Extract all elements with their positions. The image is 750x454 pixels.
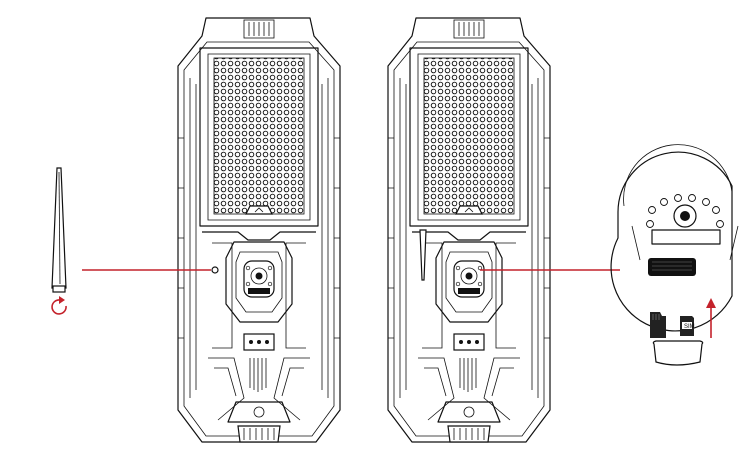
sim-card-icon: SIM [680,316,695,336]
installed-antenna [419,229,427,281]
sim-card-label: SIM [684,324,695,330]
antenna-icon [51,167,67,293]
micro-sd-card-icon [650,312,666,338]
solar-camera-light-right [387,17,551,443]
arrow-up-icon [706,298,716,338]
rotate-clockwise-icon [51,296,67,315]
solar-camera-light-left [177,17,341,443]
antenna-port [211,266,219,274]
rubber-plug [652,340,704,366]
card-slot [648,258,696,276]
camera-detail-zoom [610,144,739,332]
